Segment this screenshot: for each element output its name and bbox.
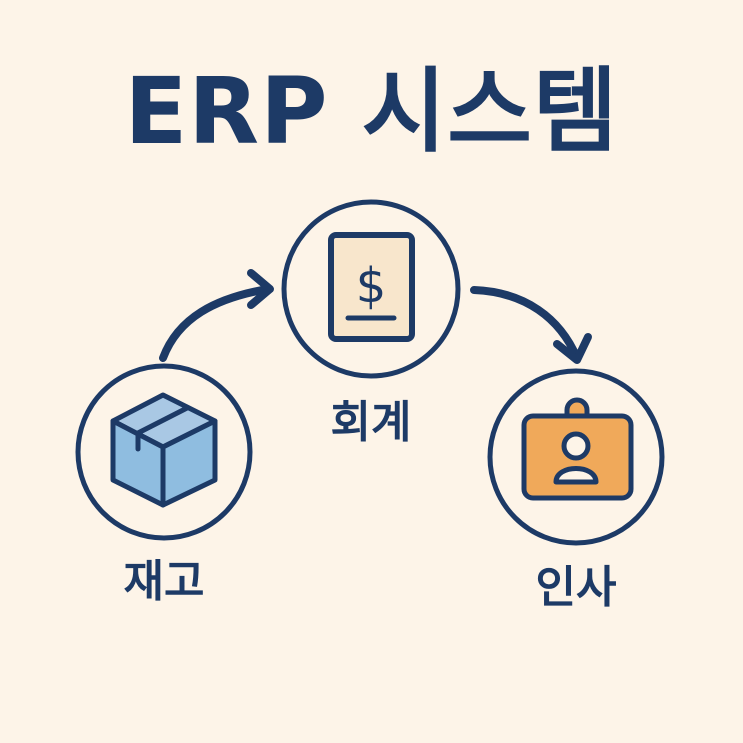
hr-circle xyxy=(487,368,665,546)
inventory-circle xyxy=(75,363,253,541)
arrow-accounting-to-hr xyxy=(470,286,592,364)
node-accounting: $ xyxy=(281,199,461,379)
package-box-icon xyxy=(110,392,218,508)
accounting-circle xyxy=(281,199,461,379)
id-badge-icon xyxy=(521,397,634,501)
node-inventory xyxy=(75,363,253,541)
svg-text:$: $ xyxy=(356,258,387,314)
arrow-inventory-to-accounting xyxy=(159,269,274,362)
diagram-title: ERP 시스템 xyxy=(124,58,619,165)
label-inventory: 재고 xyxy=(123,556,205,607)
node-hr xyxy=(487,368,665,546)
label-hr: 인사 xyxy=(535,562,617,613)
label-accounting: 회계 xyxy=(330,397,412,448)
dollar-document-icon: $ xyxy=(328,232,415,342)
